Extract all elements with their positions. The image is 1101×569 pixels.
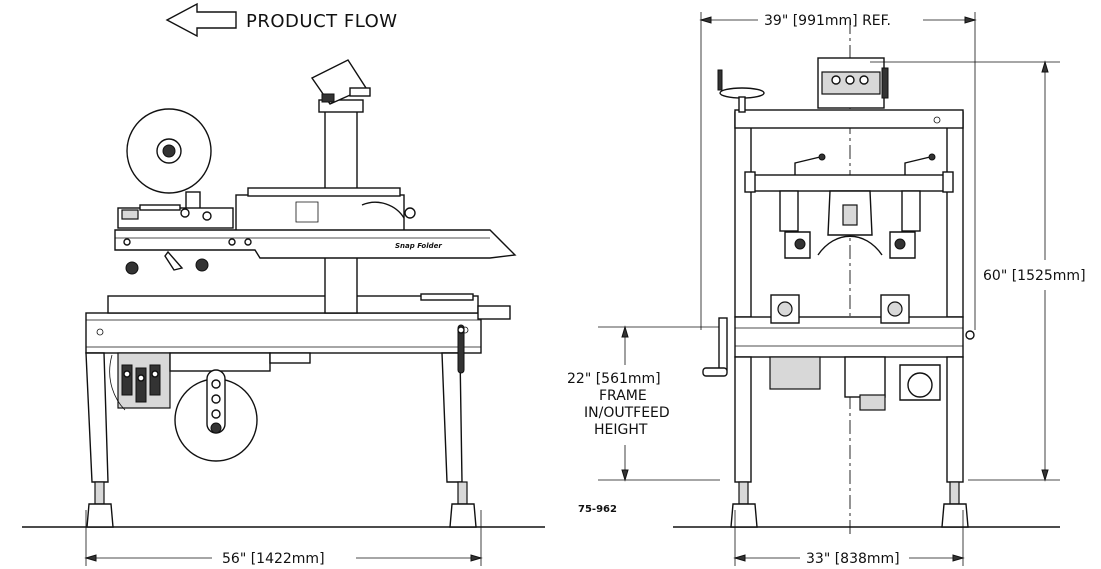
side-width-dimension: 56" [1422mm] [222,551,325,567]
product-flow-arrow-icon [165,2,237,38]
frame-height-line3: HEIGHT [594,422,648,438]
frame-height-line2: IN/OUTFEED [584,405,670,421]
frame-height-value: 22" [561mm] [567,371,661,387]
machine-label: Snap Folder [395,242,442,250]
drawing-number: 75-962 [578,504,617,515]
front-base-width-dimension: 33" [838mm] [806,551,900,567]
frame-height-line1: FRAME [599,388,647,404]
product-flow-label: PRODUCT FLOW [246,11,398,32]
side-valve-block [109,352,171,411]
front-overall-width-dimension: 39" [991mm] REF. [764,13,891,29]
side-view: Snap Folder 56" [1422mm] [22,59,545,567]
frame-height-dimension: 22" [561mm] FRAME IN/OUTFEED HEIGHT [567,325,720,482]
overall-height-dimension: 60" [1525mm] [983,268,1086,284]
front-view: 39" [991mm] REF. 60" [1525mm] 33" [838mm… [673,12,1086,567]
